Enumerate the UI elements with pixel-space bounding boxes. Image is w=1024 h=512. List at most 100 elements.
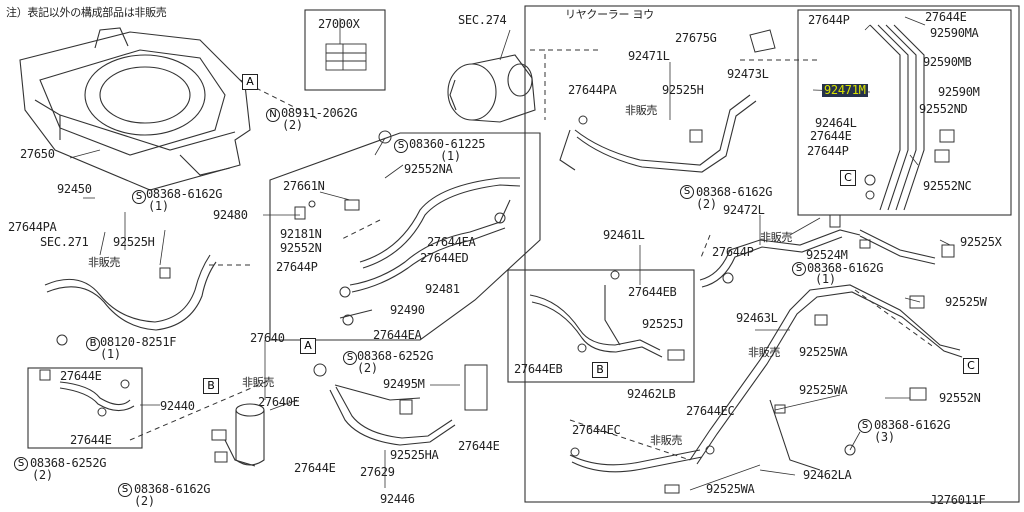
rear-cooler-title: リヤクーラー ヨウ [565, 8, 654, 21]
compressor-drawing [447, 54, 536, 123]
label-27644ED: 27644ED [420, 251, 469, 265]
callout-C-1: C [840, 170, 856, 186]
non-sale-6: 非販売 [650, 434, 683, 447]
label-08368-6252-a-qty: (2) [357, 361, 378, 375]
s-symbol-8: S [858, 419, 872, 433]
label-27640E: 27640E [258, 395, 300, 409]
label-08368-c-qty: (2) [696, 197, 717, 211]
label-92471M-highlighted: 92471M [822, 83, 868, 97]
label-08368-e: 08368-6162G [874, 418, 951, 432]
label-92590MB: 92590MB [923, 55, 972, 69]
sec274-ref: SEC.274 [458, 13, 507, 27]
s-symbol-1: S [394, 139, 408, 153]
label-27644E-a: 27644E [60, 369, 102, 383]
label-08368-a: 08368-6162G [146, 187, 223, 201]
label-27629: 27629 [360, 465, 395, 479]
callout-B-2: B [592, 362, 608, 378]
label-92525WA-b: 92525WA [799, 383, 848, 397]
s-symbol-3: S [343, 351, 357, 365]
label-08360: 08360-61225 [409, 137, 486, 151]
s-symbol-5: S [118, 483, 132, 497]
label-92552NA: 92552NA [404, 162, 453, 176]
non-sale-3: 非販売 [625, 104, 658, 117]
label-92464L: 92464L [815, 116, 857, 130]
label-27644EA-b: 27644EA [373, 328, 422, 342]
label-92472L: 92472L [723, 203, 765, 217]
label-92181N: 92181N [280, 227, 322, 241]
label-92462LA: 92462LA [803, 468, 852, 482]
label-08368-b: 08368-6162G [134, 482, 211, 496]
label-92590MA: 92590MA [930, 26, 979, 40]
b-symbol: B [86, 337, 100, 351]
label-27650: 27650 [20, 147, 55, 161]
label-08911-qty: (2) [282, 118, 303, 132]
label-92495M: 92495M [383, 377, 425, 391]
label-92552N-b: 92552N [939, 391, 981, 405]
label-27644E-e: 27644E [925, 10, 967, 24]
label-27640: 27640 [250, 331, 285, 345]
callout-A-2: A [300, 338, 316, 354]
label-27644E-d: 27644E [294, 461, 336, 475]
part-27000X: 27000X [318, 17, 360, 31]
label-08120-qty: (1) [100, 347, 121, 361]
non-sale-2: 非販売 [242, 376, 275, 389]
n-symbol: N [266, 108, 280, 122]
s-symbol-4: S [14, 457, 28, 471]
label-27644E-f: 27644E [810, 129, 852, 143]
label-92552N-a: 92552N [280, 241, 322, 255]
callout-B-1: B [203, 378, 219, 394]
label-92481: 92481 [425, 282, 460, 296]
s-symbol-6: S [680, 185, 694, 199]
label-92525H-b: 92525H [662, 83, 704, 97]
non-sale-4: 非販売 [760, 231, 793, 244]
92461L-subframe [507, 269, 695, 383]
label-27644PA-a: 27644PA [8, 220, 57, 234]
non-sale-5: 非販売 [748, 346, 781, 359]
label-08120: 08120-8251F [100, 335, 177, 349]
label-92525J: 92525J [642, 317, 684, 331]
label-92462LB: 92462LB [627, 387, 676, 401]
27000X-label-box [304, 9, 386, 91]
label-92525HA: 92525HA [390, 448, 439, 462]
label-92525X: 92525X [960, 235, 1002, 249]
label-27644EC-b: 27644EC [572, 423, 621, 437]
label-27644E-c: 27644E [458, 439, 500, 453]
label-27644P-c: 27644P [807, 144, 849, 158]
label-92552NC: 92552NC [923, 179, 972, 193]
label-27675G: 27675G [675, 31, 717, 45]
label-08360-qty: (1) [440, 149, 461, 163]
callout-C-2: C [963, 358, 979, 374]
label-92446: 92446 [380, 492, 415, 506]
label-27644E-b: 27644E [70, 433, 112, 447]
label-08368-6252-b: 08368-6252G [30, 456, 107, 470]
callout-A-1: A [242, 74, 258, 90]
label-27644EB-a: 27644EB [628, 285, 677, 299]
label-92590M: 92590M [938, 85, 980, 99]
label-92480: 92480 [213, 208, 248, 222]
label-27644P-b: 27644P [808, 13, 850, 27]
heater-unit-drawing [19, 27, 251, 191]
label-92490: 92490 [390, 303, 425, 317]
label-27644EC-a: 27644EC [686, 404, 735, 418]
label-92463L: 92463L [736, 311, 778, 325]
label-92450: 92450 [57, 182, 92, 196]
upper-pipe-subframe [797, 9, 1012, 216]
label-27644EA-a: 27644EA [427, 235, 476, 249]
label-27644P-d: 27644P [712, 245, 754, 259]
label-08368-6252-a: 08368-6252G [357, 349, 434, 363]
label-92525WA-c: 92525WA [706, 482, 755, 496]
label-08368-6252-b-qty: (2) [32, 468, 53, 482]
92440-subframe [27, 367, 143, 449]
label-27644P-a: 27644P [276, 260, 318, 274]
s-symbol-7: S [792, 262, 806, 276]
rear-cooler-frame [524, 5, 1020, 503]
label-92552ND: 92552ND [919, 102, 968, 116]
label-27644PA-b: 27644PA [568, 83, 617, 97]
label-92440: 92440 [160, 399, 195, 413]
label-92524M: 92524M [806, 248, 848, 262]
label-08368-e-qty: (3) [874, 430, 895, 444]
figure-id: J276011F [930, 493, 986, 507]
label-08368-b-qty: (2) [134, 494, 155, 508]
